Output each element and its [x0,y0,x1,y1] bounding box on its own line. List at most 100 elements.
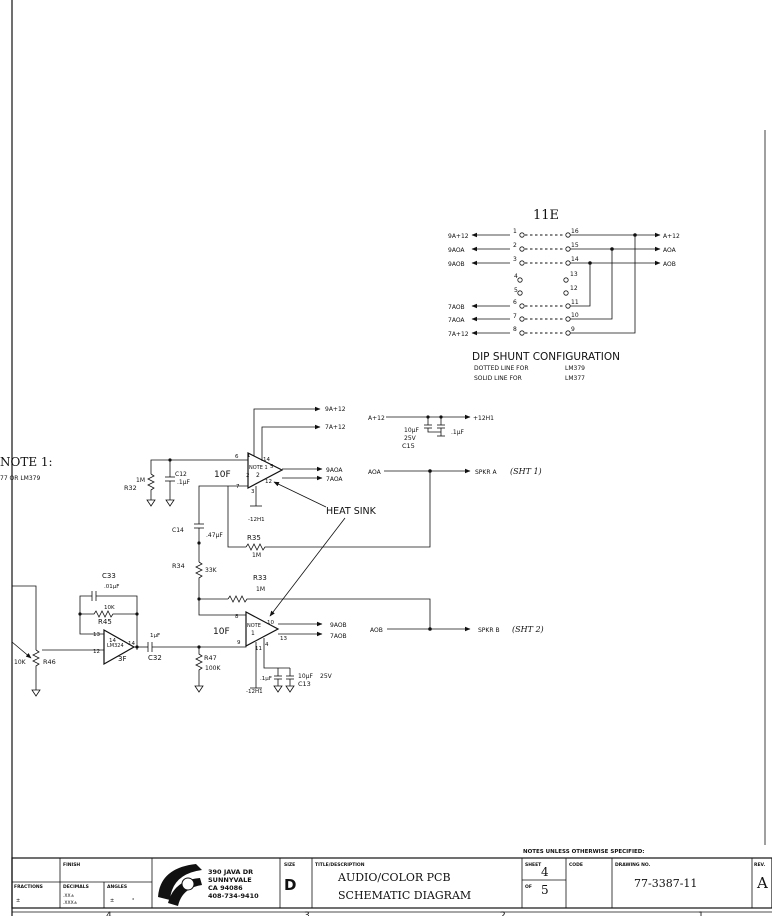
shunt-pin-13: 13 [570,271,578,278]
shunt-pin-11: 11 [571,299,579,306]
top-amp-symbol [247,452,284,489]
r47-ref: R47 [204,654,217,662]
shunt-left-label-1: 9A+12 [448,233,469,240]
bottom-amp-symbol [245,611,280,647]
bottom-amp-pin-a: 8 [235,614,239,620]
shunt-pin-3: 3 [513,256,517,263]
c14-ref: C14 [172,527,184,534]
sheet-label: SHEET [525,862,542,868]
r33-value: 1M [256,586,265,593]
shunt-pin-15: 15 [571,242,579,249]
bottom-amp-pin-f: 4 [265,642,269,648]
r32-value: 1M [136,477,145,484]
shunt-pin-7: 7 [513,313,517,320]
r35-value: 1M [252,552,261,559]
top-amp-gnd: -12H1 [248,517,265,523]
angles-unit: ° [132,898,135,904]
spkr-a-label: SPKR A [475,469,497,476]
top-amp-out-9a12: 9A+12 [325,406,346,413]
r34-value: 33K [205,567,218,574]
r45-ref: R45 [98,618,112,626]
phone-number: 408-734-9410 [208,892,259,900]
r35-ref: R35 [247,534,261,542]
sheet-number: 4 [541,865,549,879]
bottom-amp-gnd: -12H1 [246,689,263,695]
decimals-label: DECIMALS [63,884,89,890]
heat-sink-callout: HEAT SINK [269,481,377,617]
c13-voltage: 25V [320,673,333,680]
bottom-amp-ref: 10F [213,627,230,637]
shunt-pin-9: 9 [571,326,575,333]
rev-label: REV. [754,862,765,868]
preamp-pin-12: 12 [93,649,100,655]
bottom-amp-unit: 1 [251,630,255,637]
spkr-b-net: AOB [370,627,383,634]
spkr-b-label: SPKR B [478,627,500,634]
shunt-right-label-2: AOA [663,247,677,254]
preamp-pin-13: 13 [93,632,100,638]
preamp-out-pin: 14 [128,641,135,647]
shunt-ref: 11E [533,208,559,223]
fractions-label: FRACTIONS [14,884,43,890]
shunt-left-label-2: 9AOA [448,247,465,254]
bottom-amp-pin-e: 11 [255,646,262,652]
r46-value: 10K [14,659,27,666]
shunt-right-label-1: A+12 [663,233,680,240]
c13-ref: C13 [298,680,311,688]
preamp-stage: LM324 3F 14 13 12 14 C33 .01μF 10K R45 1… [11,572,247,697]
preamp-part: LM324 [107,643,124,649]
finish-label: FINISH [63,862,80,868]
bottom-amp-pin-c: 9 [237,640,241,646]
address-line-2: SUNNYVALE [208,876,252,884]
top-amp-out-7aoa: 7AOA [326,476,343,483]
of-label: OF [525,884,532,890]
power-out-label: +12H1 [473,415,494,422]
shunt-pin-1: 1 [513,228,517,235]
decimals-tol-1: .XX± [63,893,75,899]
top-amp-unit: 2 [256,472,260,479]
c15-ref: C15 [402,442,415,450]
shunt-left-label-6: 7A+12 [448,331,469,338]
shunt-right-label-3: AOB [663,261,676,268]
r45-value: 10K [104,605,115,611]
size-label: SIZE [284,862,295,868]
note-text: 77 OR LM379 [0,475,40,482]
dip-shunt: 11E 9A+12 9AOA 9AOB 7AOB 7AOA 7A+12 1 2 … [448,208,680,382]
shunt-left-label-4: 7AOB [448,304,465,311]
bottom-amp-out-7aob: 7AOB [330,633,347,640]
note-title: NOTE 1: [0,455,53,469]
sheet-total: 5 [541,883,549,897]
top-amp-pin-b: 14 [263,457,270,463]
shunt-left-label-5: 7AOA [448,317,465,324]
power-small-cap: .1μF [451,429,465,436]
drawing-number: 77-3387-11 [634,877,697,890]
address-line-1: 390 JAVA DR [208,868,253,876]
r46-ref: R46 [43,658,56,666]
bottom-amp-pin-d: 13 [280,636,287,642]
notes-header: NOTES UNLESS OTHERWISE SPECIFIED: [523,849,645,855]
shunt-title: DIP SHUNT CONFIGURATION [472,351,620,363]
preamp-ref: 3F [118,655,126,663]
bottom-amp-note-label: NOTE [247,623,261,629]
preamp-pin-14: 14 [109,638,116,644]
preamp-symbol [103,628,136,666]
shunt-left-label-3: 9AOB [448,261,465,268]
shunt-pin-5: 5 [514,287,518,294]
shunt-pin-2: 2 [513,242,517,249]
bottom-amp-out-9aob: 9AOB [330,622,347,629]
shunt-pin-16: 16 [571,228,579,235]
spkr-a-net: AOA [368,469,382,476]
c32-value: 1μF [150,633,160,639]
angles-label: ANGLES [107,884,127,890]
top-amp-pin-h: 2 [246,473,250,479]
title-block: NOTES UNLESS OTHERWISE SPECIFIED: FINISH… [11,849,772,909]
title-label: TITLE/DESCRIPTION [315,862,365,868]
fractions-tol: ± [16,898,20,904]
top-amp-pin-d: 12 [265,479,272,485]
zone-1: 1 [698,911,704,916]
spkr-b-note: (SHT 2) [512,625,544,634]
shunt-note-2: SOLID LINE FOR [474,375,522,382]
shunt-pin-4: 4 [514,273,518,280]
r47-value: 100K [205,665,221,672]
